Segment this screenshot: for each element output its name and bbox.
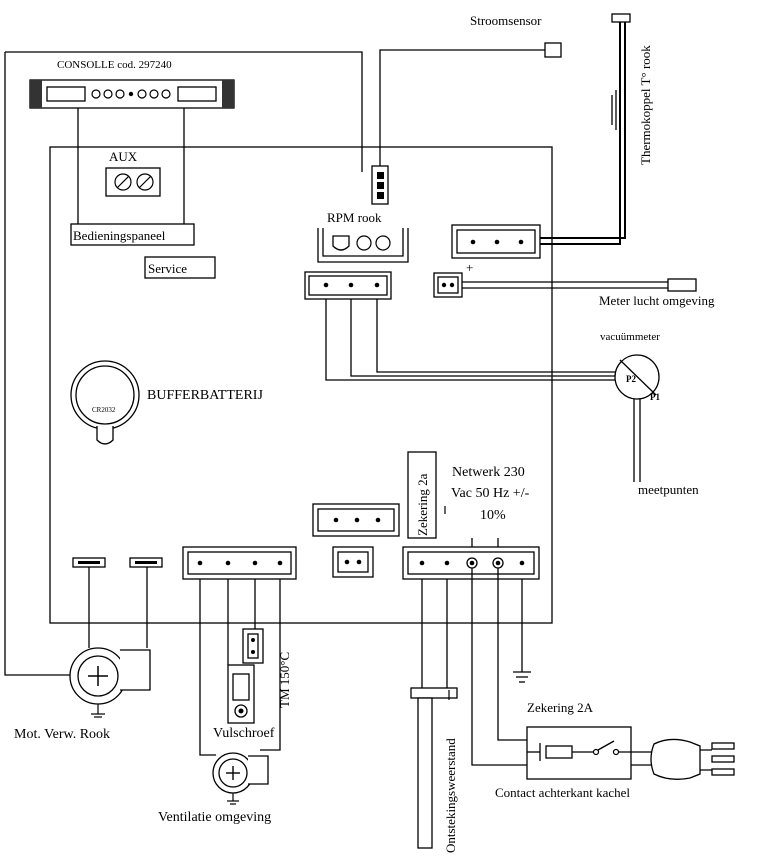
mot-verw-rook-label: Mot. Verw. Rook (14, 727, 110, 742)
plus-label: + (466, 260, 473, 275)
fuse-left-2-inner (135, 561, 157, 564)
vacuummeter: P2 P1 (614, 354, 660, 402)
thermokoppel-label: Thermokoppel T° rook (638, 45, 653, 165)
buffer-battery: CR2032 (70, 360, 140, 445)
ontstekingsweerstand (410, 687, 458, 849)
p1-label: P1 (650, 392, 660, 402)
thermocouple-probe (611, 13, 631, 23)
stroomsensor-connector (371, 165, 389, 205)
netwerk-line1: Netwerk 230 (452, 465, 525, 480)
power-plug (650, 738, 735, 780)
main-board (49, 146, 553, 624)
wire-vacuum (325, 299, 615, 381)
meter-lucht-label: Meter lucht omgeving (599, 293, 715, 308)
wire-tm150 (199, 579, 281, 756)
wire-ambient (462, 281, 668, 289)
contact-label: Contact achterkant kachel (495, 785, 630, 800)
wire-network-in (471, 538, 499, 547)
wire-stroomsensor (379, 49, 545, 168)
aux-label: AUX (109, 149, 138, 164)
mot-verw-rook-motor (69, 647, 151, 718)
bedieningspaneel-box (70, 223, 195, 246)
wire-meetpunten (633, 399, 641, 482)
motor-connector (182, 546, 297, 580)
service-label: Service (148, 261, 187, 276)
fuse-and-switch (527, 740, 655, 761)
wire-ontsteking (421, 579, 448, 690)
netwerk-line3: 10% (480, 508, 506, 523)
consolle-label: CONSOLLE cod. 297240 (57, 59, 172, 71)
zekering-small-box (407, 451, 437, 539)
small-2pin-connector (332, 546, 374, 578)
tm150-thermostat (242, 628, 264, 664)
p2-label: P2 (626, 374, 636, 384)
bedieningspaneel-label: Bedieningspaneel (73, 228, 166, 243)
thermocouple-connector (451, 224, 541, 259)
ontstekingsweerstand-label: Ontstekingsweerstand (443, 738, 458, 853)
consolle-display (29, 79, 235, 109)
vulschroef-label: Vulschroef (213, 726, 275, 741)
fuse-left-1-inner (78, 561, 100, 564)
aux-terminal (105, 167, 161, 197)
wire-fuses-motor (88, 567, 148, 648)
wire-thermocouple (540, 20, 626, 245)
wire-consolle-panel (77, 108, 185, 225)
stroomsensor-sensor (544, 42, 562, 58)
power-connector (402, 546, 540, 580)
bufferbatterij-label: BUFFERBATTERIJ (147, 388, 263, 403)
thermocouple-sheath (611, 90, 617, 130)
service-box (144, 256, 216, 279)
zekering-2A-label: Zekering 2A (527, 700, 594, 715)
ventilatie-label: Ventilatie omgeving (158, 810, 271, 825)
rpm-rook-label: RPM rook (327, 210, 382, 225)
ambient-connector (433, 272, 463, 298)
battery-text: CR2032 (92, 406, 116, 414)
vacuum-connector (304, 271, 392, 300)
netwerk-line2: Vac 50 Hz +/- (451, 486, 530, 501)
ground-symbol (513, 579, 531, 683)
vacuummeter-label: vacuümmeter (600, 331, 660, 343)
wire-consolle-motor (4, 51, 363, 676)
ambient-sensor (667, 278, 697, 292)
middle-connector (312, 503, 400, 537)
ventilatie-motor (212, 752, 269, 805)
meetpunten-label: meetpunten (638, 482, 699, 497)
vulschroef-motor (227, 664, 255, 724)
zekering-small-label: Zekering 2a (415, 473, 430, 536)
rpm-rook-connector (317, 228, 409, 263)
tm150-label: TM 150°C (277, 652, 292, 708)
stroomsensor-label: Stroomsensor (470, 13, 542, 28)
